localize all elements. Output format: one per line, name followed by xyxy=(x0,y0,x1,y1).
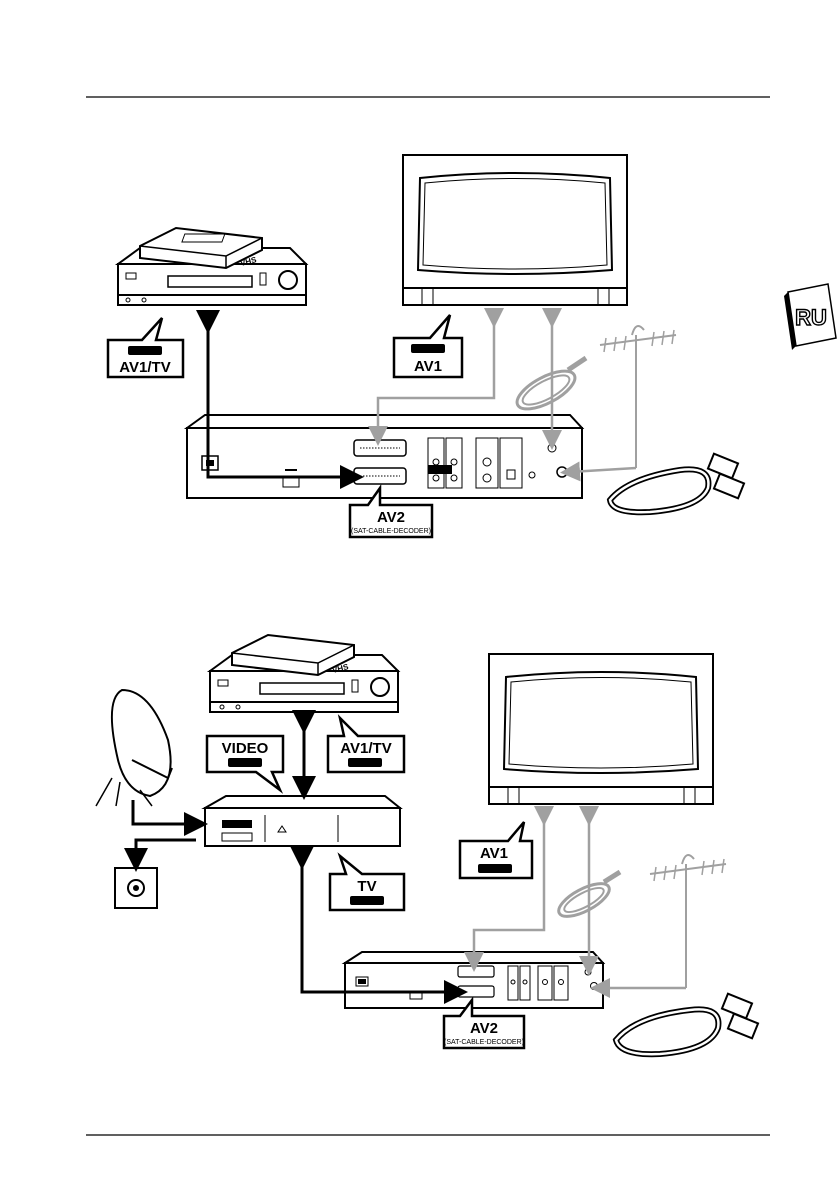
antenna xyxy=(599,325,677,468)
callout-video: VIDEO xyxy=(205,734,285,794)
cable-receiver-socket xyxy=(124,838,196,872)
wall-socket xyxy=(114,867,158,909)
antenna-2 xyxy=(649,854,727,988)
callout-vcr-av1tv: AV1/TV xyxy=(106,317,185,379)
television-2 xyxy=(488,653,714,805)
cable-vcr-to-av2 xyxy=(196,310,364,489)
vcr-device-2: VHS xyxy=(206,633,401,713)
callout-vcr-av1tv-text: AV1/TV xyxy=(119,359,170,376)
vcr-device: VHS xyxy=(114,226,309,306)
vhs-cassette-2: VHS xyxy=(231,633,355,677)
language-tab: RU xyxy=(784,283,837,350)
satellite-receiver xyxy=(201,795,403,847)
scart-cable xyxy=(606,452,746,516)
callout-av2: AV2 (SAT-CABLE-DECODER) xyxy=(348,484,434,539)
television xyxy=(402,154,628,306)
receiver-rear-panel xyxy=(183,414,585,499)
callout-av2-2: AV2 (SAT-CABLE-DECODER) xyxy=(442,996,526,1050)
callout-av2-2-subtext: (SAT-CABLE-DECODER) xyxy=(444,1039,524,1046)
scart-av1-socket xyxy=(353,439,407,457)
scart-cable-2 xyxy=(612,992,760,1058)
vcr-tag: VHS xyxy=(239,255,258,268)
scart-av1-socket-2 xyxy=(457,965,495,978)
vcr-tag-2: VHS xyxy=(331,662,350,675)
callout-tv-av1-2-text: AV1 xyxy=(480,845,508,862)
callout-av2-2-text: AV2 xyxy=(470,1020,498,1037)
cable-tv-to-av1 xyxy=(368,308,504,446)
vhs-cassette: VHS xyxy=(139,226,263,270)
satellite-dish xyxy=(95,688,173,807)
callout-vcr-av1tv-2: AV1/TV xyxy=(326,714,406,774)
callout-vcr-av1tv-2-text: AV1/TV xyxy=(340,740,391,757)
cable-tv-to-av1-2 xyxy=(464,806,554,972)
callout-av2-subtext: (SAT-CABLE-DECODER) xyxy=(351,528,431,535)
callout-receiver-tv: TV xyxy=(328,852,406,912)
scart-av2-socket xyxy=(353,467,407,485)
scart-av2-socket-2 xyxy=(457,985,495,998)
rf-cable-coil-2 xyxy=(557,869,622,918)
callout-receiver-tv-text: TV xyxy=(357,878,376,895)
cable-dish-receiver xyxy=(131,800,208,836)
callout-av2-text: AV2 xyxy=(377,509,405,526)
callout-tv-av1-text: AV1 xyxy=(414,358,442,375)
callout-tv-av1: AV1 xyxy=(392,314,464,379)
diagram-2: VHS xyxy=(95,633,760,1058)
rf-cable-coil xyxy=(515,355,588,411)
cable-receiver-av2 xyxy=(290,846,468,1004)
callout-tv-av1-2: AV1 xyxy=(458,821,534,880)
diagram-1: VHS xyxy=(106,154,746,539)
language-tab-text: RU xyxy=(795,305,827,330)
cable-antenna-in xyxy=(560,461,637,482)
callout-video-text: VIDEO xyxy=(222,740,269,757)
